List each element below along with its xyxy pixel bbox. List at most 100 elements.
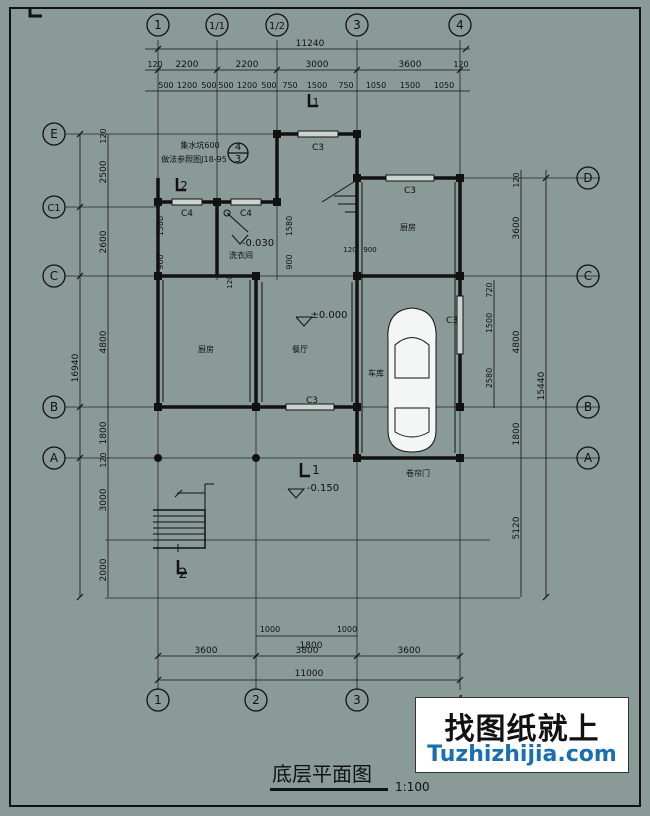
watermark-banner: 找图纸就上 Tuzhizhijia.com — [415, 697, 629, 773]
title-underline — [270, 788, 388, 791]
room-label: 厨房 — [198, 344, 214, 354]
dim-top-row2: 500 — [218, 81, 233, 90]
dim-top-row2: 1050 — [366, 81, 386, 90]
axis-right-label: B — [584, 400, 592, 414]
section-mark-label: 1 — [313, 96, 320, 109]
dim-bottom-inner: 1800 — [300, 641, 323, 651]
dim-left-inner: 120 — [99, 452, 108, 467]
dim-top-row2: 1200 — [237, 81, 257, 90]
dim-right-inner: 4800 — [512, 330, 522, 353]
window-label: C3 — [312, 143, 324, 153]
dim-interior: 900 — [156, 254, 165, 269]
drawing-title: 底层平面图 — [272, 762, 372, 786]
window-label: C4 — [240, 209, 252, 219]
corner-mark — [28, 8, 42, 18]
detail-mark-label: 4 — [235, 142, 241, 153]
axis-right-label: A — [584, 451, 593, 465]
dim-bottom-inner: 1000 — [260, 625, 280, 634]
axis-top-label: 1/2 — [269, 21, 285, 32]
axis-left-label: A — [50, 451, 59, 465]
axis-left-label: C — [50, 269, 58, 283]
stair-upper — [321, 179, 358, 213]
dim-top-row2: 750 — [338, 81, 353, 90]
axis-top-label: 3 — [353, 18, 361, 32]
sheet-border — [9, 7, 641, 807]
dim-top-row2: 500 — [261, 81, 276, 90]
axis-bubbles — [42, 13, 600, 712]
dim-left-inner: 120 — [99, 128, 108, 143]
section-mark-label: 2 — [180, 179, 188, 193]
axis-bottom-label: 1 — [154, 693, 162, 707]
level-label: -0.030 — [242, 238, 274, 249]
section-mark-label: 1 — [312, 463, 320, 477]
dim-left-inner: 4800 — [99, 330, 109, 353]
dim-right-inner: 5120 — [512, 516, 522, 539]
room-label: 餐厅 — [292, 345, 308, 354]
dim-bottom-inner: 1000 — [337, 625, 357, 634]
columns — [154, 130, 464, 462]
dim-top-row1: 2200 — [176, 60, 199, 70]
window-label: C3 — [446, 316, 458, 326]
dim-bottom-row: 3600 — [195, 646, 218, 656]
dim-top-row1: 3000 — [306, 60, 329, 70]
room-label: 厨房 — [400, 222, 416, 232]
dim-top-row1: 2200 — [236, 60, 259, 70]
dim-bottom-total: 11000 — [295, 669, 324, 679]
dim-interior: 1580 — [285, 216, 294, 236]
detail-mark-label: 3 — [235, 154, 241, 165]
section-marks — [175, 94, 318, 575]
axis-left-label: B — [50, 400, 58, 414]
floor-drain — [223, 209, 249, 233]
dim-bottom-row: 3600 — [398, 646, 421, 656]
dim-top-row2: 500 — [158, 81, 173, 90]
dim-right-window: 1500 — [485, 313, 494, 333]
dim-right-window: 2580 — [485, 368, 494, 388]
dim-interior: 120 — [343, 246, 356, 254]
dim-right-window: 720 — [485, 282, 494, 297]
dim-top-row2: 1500 — [307, 81, 327, 90]
dim-top-row2: 1200 — [177, 81, 197, 90]
axis-top-label: 4 — [456, 18, 464, 32]
dim-right-inner: 1800 — [512, 422, 522, 445]
dim-top-row2: 750 — [282, 81, 297, 90]
dim-top-row1: 3600 — [399, 60, 422, 70]
dim-right-inner: 3600 — [512, 216, 522, 239]
window-label: C3 — [306, 396, 318, 406]
stair-lower — [153, 483, 214, 552]
dim-left-inner: 2600 — [99, 230, 109, 253]
window-label: C3 — [404, 186, 416, 196]
dim-interior: 900 — [363, 246, 376, 254]
dim-top-row2: 500 — [201, 81, 216, 90]
dim-left-inner: 1800 — [99, 421, 109, 444]
axis-right-label: C — [584, 269, 592, 283]
car-outline — [387, 307, 437, 453]
dim-top-row1: 120 — [453, 60, 468, 69]
window-label: C4 — [181, 209, 193, 219]
dimension-ticks — [76, 45, 550, 684]
axis-left-label: C1 — [47, 203, 60, 214]
axis-top-label: 1 — [154, 18, 162, 32]
axis-top-label: 1/1 — [209, 21, 225, 32]
dim-left-outer: 16940 — [71, 353, 81, 382]
plan-text: 1 1/1 1/2 3 4 1 2 3 4 E C1 C B A D C B A… — [47, 18, 593, 707]
watermark-url: Tuzhizhijia.com — [427, 742, 617, 767]
dim-top-row2: 1500 — [400, 81, 420, 90]
dim-left-inner: 2000 — [99, 558, 109, 581]
note-text: 集水坑600 — [180, 140, 219, 150]
room-label: 卷帘门 — [406, 468, 430, 478]
level-label: ±0.000 — [310, 310, 347, 321]
dim-top-total: 11240 — [296, 39, 325, 49]
windows — [171, 130, 464, 411]
dim-left-inner: 2500 — [99, 160, 109, 183]
axis-bottom-label: 3 — [353, 693, 361, 707]
dim-left-inner: 3000 — [99, 488, 109, 511]
dim-interior: 1580 — [156, 216, 165, 236]
dim-interior: 120 — [226, 275, 234, 288]
drawing-scale: 1:100 — [395, 780, 430, 794]
section-mark-label: 2 — [179, 566, 188, 582]
wall-inner-lines — [162, 182, 456, 453]
watermark-chinese: 找图纸就上 — [444, 712, 600, 747]
dimension-lines — [79, 48, 547, 681]
